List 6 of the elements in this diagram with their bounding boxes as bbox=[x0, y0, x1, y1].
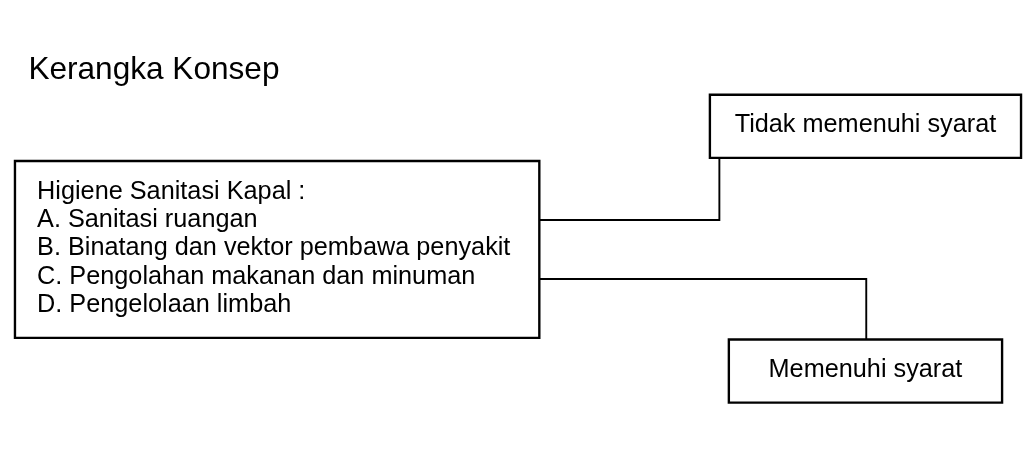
connector bbox=[538, 156, 721, 221]
diagram-title: Kerangka Konsep bbox=[28, 49, 280, 86]
connector bbox=[538, 277, 868, 340]
node-box: Tidak memenuhi syarat bbox=[708, 93, 1023, 159]
node-box: Higiene Sanitasi Kapal : A. Sanitasi ruangan B. Binatang dan vektor pembawa penyakit C. Pengolahan makanan dan minuman D. Pengelolaan limbah bbox=[13, 159, 541, 339]
node-box: Memenuhi syarat bbox=[727, 337, 1004, 404]
